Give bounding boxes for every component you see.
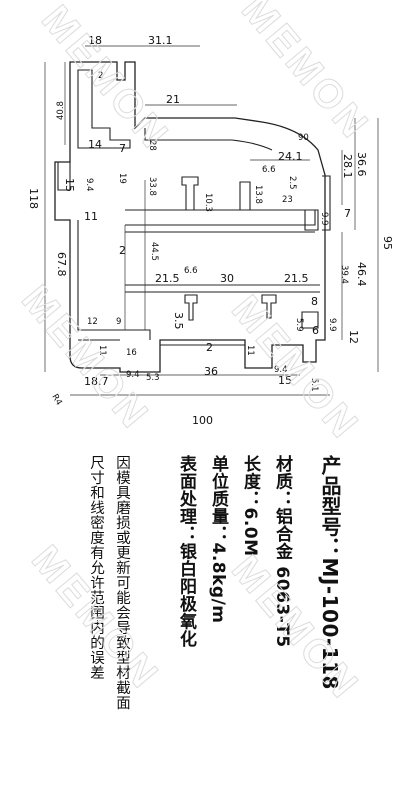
dim-right-23: 23 bbox=[282, 195, 293, 205]
dim-bottom-16: 16 bbox=[126, 348, 137, 358]
dim-bottom-5-1: 5.1 bbox=[309, 378, 319, 392]
dim-right-9-9b: 9.9 bbox=[327, 318, 337, 332]
dim-left-40-8: 40.8 bbox=[56, 101, 66, 120]
dim-top-21: 21 bbox=[166, 93, 180, 106]
dim-mid-44-5: 44.5 bbox=[149, 242, 159, 261]
dim-left-7: 7 bbox=[119, 142, 126, 155]
dim-mid-30: 30 bbox=[220, 272, 234, 285]
dim-left-9: 9 bbox=[116, 317, 121, 327]
profile-outline bbox=[54, 61, 326, 373]
dim-mid-10-3: 10.3 bbox=[203, 193, 213, 212]
dim-right-12: 12 bbox=[347, 330, 360, 344]
dim-bottom-5-3: 5.3 bbox=[146, 373, 160, 383]
dim-overall-118: 118 bbox=[27, 188, 40, 209]
dim-right-24-1: 24.1 bbox=[278, 150, 303, 163]
watermark-text-6: MEMON bbox=[223, 548, 368, 709]
spec-model-row: 产品型号：MJ-100-118 bbox=[316, 455, 345, 690]
profile-inner-lines bbox=[57, 69, 331, 346]
spec-note-line1: 因模具磨损或更新可能会导致型材截面 bbox=[114, 455, 130, 710]
spec-material: 材质：铝合金 6063-T5 bbox=[272, 455, 292, 648]
dim-right-7: 7 bbox=[344, 207, 351, 220]
dim-bottom-15: 15 bbox=[278, 374, 292, 387]
dim-left-19: 19 bbox=[117, 173, 127, 184]
spec-model-label: 产品型号： bbox=[318, 455, 342, 558]
spec-unit-mass: 单位质量：4.8kg/m bbox=[208, 455, 228, 624]
dim-right-95: 95 bbox=[381, 236, 394, 250]
dim-radius-r4: R4 bbox=[49, 393, 63, 408]
dim-left-11: 11 bbox=[84, 210, 98, 223]
dim-left-11b: 11 bbox=[97, 345, 107, 356]
spec-surface: 表面处理：银白阳极氧化 bbox=[176, 455, 196, 648]
spec-length: 长度：6.0M bbox=[240, 455, 260, 557]
dim-bottom-18-7: 18.7 bbox=[84, 375, 109, 388]
dim-right-5-9: 5.9 bbox=[294, 318, 304, 332]
dim-mid-2: 2 bbox=[119, 244, 126, 257]
spec-model-value: MJ-100-118 bbox=[318, 557, 342, 690]
dim-bottom-9-4b: 9.4 bbox=[274, 365, 288, 375]
dim-right-9-9: 9.9 bbox=[319, 212, 329, 226]
dim-left-67-8: 67.8 bbox=[55, 252, 68, 277]
dim-right-28-1: 28.1 bbox=[341, 154, 354, 179]
dim-right-46-4: 46.4 bbox=[355, 262, 368, 287]
dim-bottom-36: 36 bbox=[204, 365, 218, 378]
dimension-lines bbox=[44, 45, 379, 396]
dim-right-90: 90 bbox=[298, 133, 309, 143]
dim-right-13-8: 13.8 bbox=[253, 185, 263, 204]
dim-right-2-5: 2.5 bbox=[287, 176, 297, 190]
dim-top-31-1: 31.1 bbox=[148, 34, 173, 47]
dim-left-9-4: 9.4 bbox=[84, 178, 94, 192]
dim-left-15: 15 bbox=[63, 178, 76, 192]
dim-right-8: 8 bbox=[311, 295, 318, 308]
dim-overall-100: 100 bbox=[192, 414, 213, 427]
dim-bottom-9-4: 9.4 bbox=[126, 370, 140, 380]
dim-mid-2b: 2 bbox=[206, 341, 213, 354]
dim-left-33-8: 33.8 bbox=[147, 177, 157, 196]
spec-note-line2: 尺寸和线密度有允许范围内的误差 bbox=[88, 455, 104, 680]
dim-top-18: 18 bbox=[88, 34, 102, 47]
dim-mid-21-5b: 21.5 bbox=[284, 272, 309, 285]
profile-cross-section-drawing: 18 31.1 21 2 40.8 14 7 28 9.4 15 19 33.8… bbox=[27, 34, 394, 427]
dim-mid-21-5: 21.5 bbox=[155, 272, 180, 285]
dim-left-12: 12 bbox=[87, 317, 98, 327]
dim-left-14: 14 bbox=[88, 138, 102, 151]
dim-right-36-6: 36.6 bbox=[355, 152, 368, 177]
dim-top-2: 2 bbox=[98, 71, 103, 81]
dim-bottom-11: 11 bbox=[245, 345, 255, 356]
dim-mid-6-6: 6.6 bbox=[184, 266, 198, 276]
dim-mid-3-5: 3.5 bbox=[172, 312, 185, 330]
dim-right-6-6: 6.6 bbox=[262, 165, 276, 175]
dim-left-28: 28 bbox=[147, 140, 157, 151]
dim-right-6: 6 bbox=[312, 324, 319, 337]
dim-right-39-4: 39.4 bbox=[339, 265, 349, 284]
